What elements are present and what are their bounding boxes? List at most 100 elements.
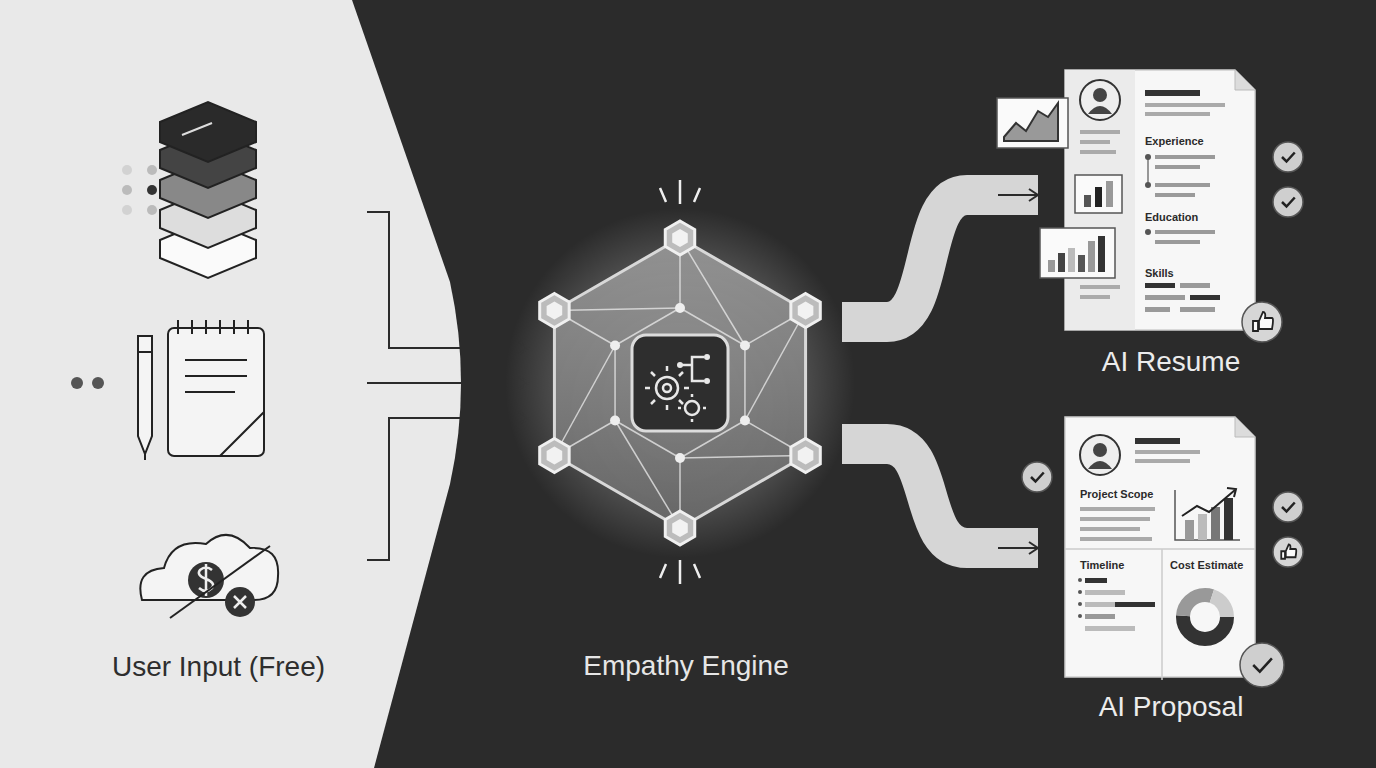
graphic-circle <box>1183 595 1227 639</box>
graphic-g <box>1080 507 1155 541</box>
graphic-path <box>1235 70 1255 90</box>
node-label: AI Resume <box>1040 345 1302 379</box>
graphic-circle <box>685 401 699 415</box>
graphic-rect <box>1080 537 1152 541</box>
graphic-g <box>1084 181 1113 207</box>
graphic-polygon <box>665 511 694 545</box>
graphic-line <box>744 346 746 421</box>
graphic-circle <box>675 453 685 463</box>
flow-arrow <box>842 444 1038 548</box>
graphic-rect <box>1115 602 1155 607</box>
graphic-g <box>554 238 805 528</box>
node-graphic <box>530 200 830 700</box>
graphic-path <box>1175 490 1240 540</box>
graphic-rect <box>1155 193 1195 197</box>
flow-band <box>842 444 1038 548</box>
graphic-path <box>138 352 152 460</box>
graphic-rect <box>1085 626 1135 631</box>
graphic-path <box>1088 461 1112 469</box>
graphic-rect <box>1211 507 1220 540</box>
graphic-circle <box>656 377 678 399</box>
graphic-rect <box>1145 112 1210 116</box>
graphic-line <box>680 238 745 346</box>
graphic-circle <box>1022 462 1052 492</box>
graphic-line <box>554 346 615 456</box>
graphic-circle <box>704 354 710 360</box>
graphic-line <box>745 311 806 421</box>
engine-hexagon: Empathy Engine <box>530 200 842 700</box>
graphic-circle <box>1145 154 1151 160</box>
graphic-rect <box>1145 103 1225 107</box>
graphic-circle <box>1242 302 1282 342</box>
graphic-circle <box>740 341 750 351</box>
graphic-rect <box>1185 520 1194 540</box>
graphic-path <box>1235 417 1255 437</box>
graphic-path <box>1282 153 1295 162</box>
graphic-circle <box>122 205 132 215</box>
graphic-rect <box>997 98 1068 148</box>
graphic-g <box>138 320 278 600</box>
graphic-g <box>1185 498 1233 540</box>
graphic-circle <box>1080 435 1120 475</box>
flow-arrow <box>842 195 1038 322</box>
graphic-g <box>1048 236 1105 272</box>
graphic-polygon <box>665 221 694 255</box>
graphic-circle <box>92 377 104 389</box>
section-heading: Project Scope <box>1080 488 1153 501</box>
flow-arrow <box>367 418 528 560</box>
graphic-circle <box>1093 88 1107 102</box>
graphic-rect <box>1058 253 1065 272</box>
graphic-circle <box>1273 492 1303 522</box>
graphic-g <box>71 377 104 389</box>
graphic-rect <box>1085 590 1125 595</box>
graphic-polygon <box>547 447 563 465</box>
graphic-circle <box>1183 595 1227 639</box>
graphic-rect <box>1088 241 1095 272</box>
graphic-circle <box>1078 578 1082 582</box>
section-heading: Timeline <box>1080 559 1124 572</box>
graphic-circle <box>147 205 157 215</box>
graphic-circle <box>1183 595 1227 639</box>
graphic-rect <box>1155 230 1215 234</box>
graphic-g <box>645 357 706 422</box>
graphic-rect <box>1080 130 1120 134</box>
graphic-rect <box>1155 165 1200 169</box>
graphic-g <box>1078 578 1082 618</box>
graphic-rect <box>1080 150 1116 154</box>
graphic-rect <box>1155 183 1210 187</box>
graphic-circle <box>675 303 685 313</box>
graphic-rect <box>1180 283 1210 288</box>
arrow-line <box>998 547 1038 549</box>
graphic-path <box>185 360 264 456</box>
graphic-path <box>1282 198 1295 207</box>
graphic-circle <box>505 208 855 558</box>
graphic-polygon <box>798 447 814 465</box>
graphic-path <box>170 546 270 618</box>
graphic-circle <box>147 185 157 195</box>
graphic-circle <box>663 384 671 392</box>
node-label: User Input (Free) <box>70 650 367 684</box>
graphic-path <box>1065 70 1255 330</box>
graphic-circle <box>1273 142 1303 172</box>
node-graphic <box>70 90 355 700</box>
graphic-circle <box>1093 443 1107 457</box>
graphic-circle <box>1240 643 1284 687</box>
graphic-circle <box>147 165 157 175</box>
graphic-circle <box>1078 602 1082 606</box>
graphic-polygon <box>540 294 569 328</box>
graphic-path <box>1004 103 1058 141</box>
graphic-circle <box>704 378 710 384</box>
graphic-rect <box>168 328 264 456</box>
section-heading: Experience <box>1145 135 1204 148</box>
graphic-rect <box>1080 285 1120 289</box>
graphic-polygon <box>798 302 814 320</box>
section-heading: Education <box>1145 211 1198 224</box>
graphic-circle <box>1078 614 1082 618</box>
graphic-rect <box>1095 187 1102 207</box>
graphic-rect <box>1106 181 1113 207</box>
graphic-rect <box>1078 255 1085 272</box>
graphic-polygon <box>791 294 820 328</box>
graphic-polygon <box>547 302 563 320</box>
graphic-rect <box>1145 283 1175 288</box>
